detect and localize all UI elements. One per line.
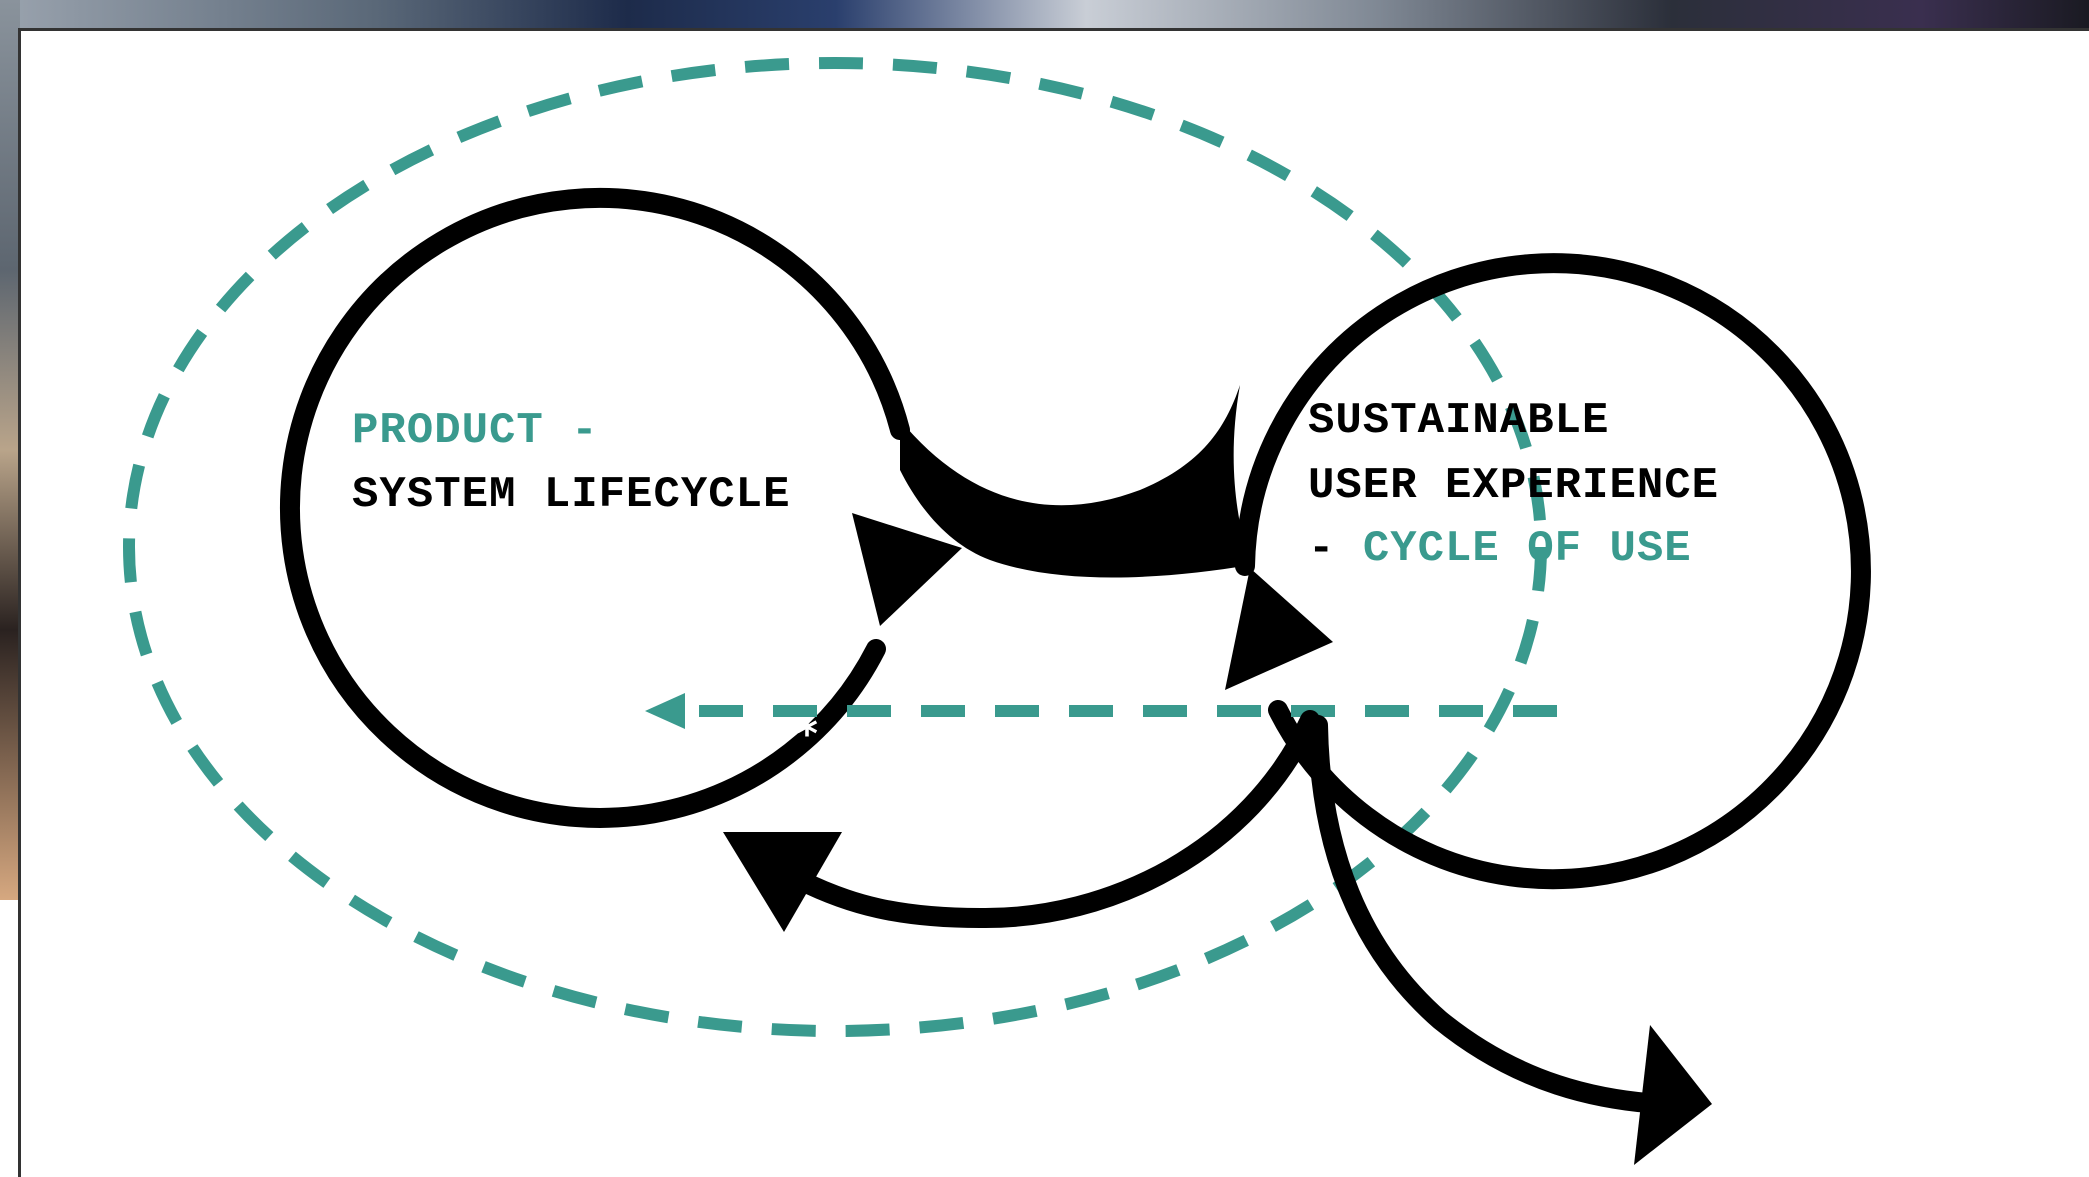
dashed-feedback-arrowhead bbox=[645, 693, 685, 729]
exit-curve-arrow bbox=[1308, 715, 1670, 1114]
left-circle-arrowhead bbox=[852, 513, 962, 626]
right-circle-label-line3-prefix: - bbox=[1308, 524, 1363, 574]
right-circle-label-line1: SUSTAINABLE bbox=[1308, 396, 1609, 446]
background-photo-top bbox=[0, 0, 2089, 30]
right-circle-label-line3: - CYCLE OF USE bbox=[1308, 524, 1692, 574]
slide-frame bbox=[18, 28, 2089, 1177]
exit-curve-arrowhead bbox=[1634, 1025, 1712, 1165]
return-curve-arrowhead bbox=[723, 832, 842, 932]
left-circle-label-line1: PRODUCT - bbox=[352, 406, 599, 456]
asterisk-marker: * bbox=[796, 709, 818, 758]
left-circle-label-line2: SYSTEM LIFECYCLE bbox=[352, 470, 790, 520]
background-photo-left bbox=[0, 0, 20, 900]
connecting-swoosh bbox=[900, 385, 1250, 578]
return-curve-arrow bbox=[790, 710, 1320, 929]
outer-dashed-ellipse bbox=[123, 57, 1547, 1037]
right-circle-label-line2: USER EXPERIENCE bbox=[1308, 461, 1719, 511]
right-circle-label-line3-accent: CYCLE OF USE bbox=[1363, 524, 1692, 574]
right-use-circle bbox=[1235, 253, 1871, 890]
left-lifecycle-circle bbox=[279, 187, 910, 828]
right-circle-arrowhead bbox=[1225, 568, 1333, 690]
